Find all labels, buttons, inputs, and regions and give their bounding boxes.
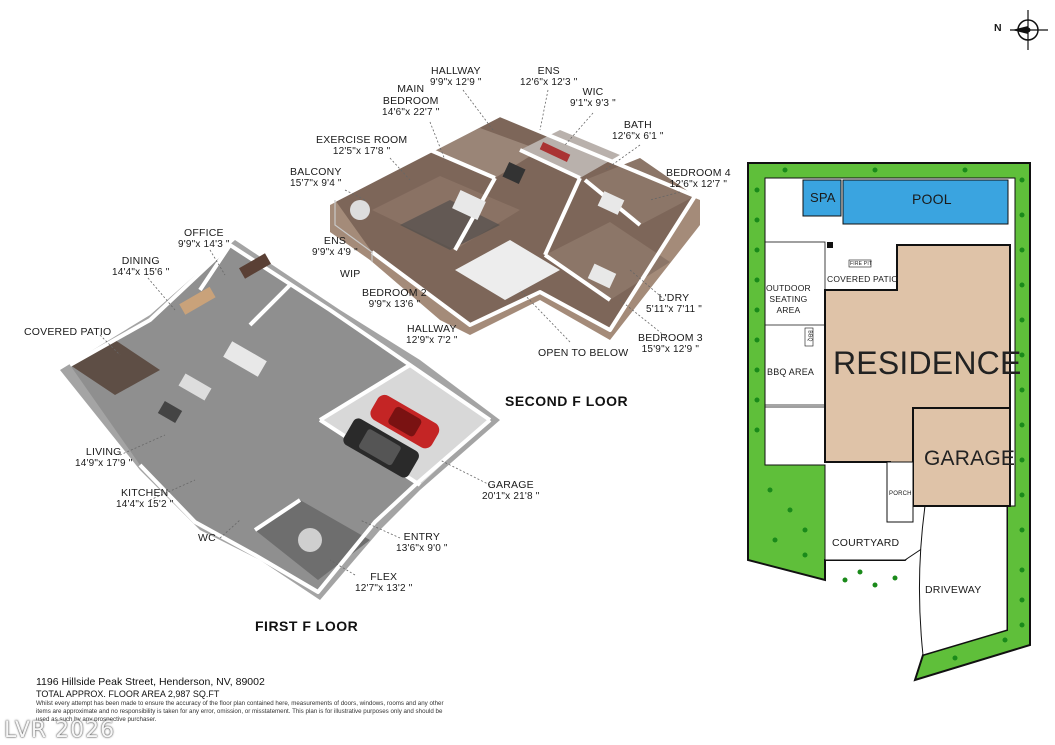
north-compass-icon: [1010, 10, 1048, 50]
site-driveway-label: DRIVEWAY: [925, 584, 982, 596]
site-covered-patio-label: COVERED PATIO: [827, 274, 899, 284]
site-residence-label: RESIDENCE: [833, 345, 1022, 381]
site-courtyard-label: COURTYARD: [832, 537, 900, 549]
first-floor-leaders: [99, 249, 491, 576]
site-plan: [747, 162, 1031, 682]
room-label-open-to-below: OPEN TO BELOW: [538, 347, 629, 359]
disclaimer-text: Whilst every attempt has been made to en…: [36, 700, 444, 723]
total-floor-area: TOTAL APPROX. FLOOR AREA 2,987 SQ.FT: [36, 689, 220, 699]
site-bbq-tag: BBQ: [806, 330, 813, 342]
room-label-wc: WC: [198, 532, 216, 544]
room-label-wip: WIP: [340, 268, 361, 280]
site-fire-pit-label: FIRE PIT: [850, 261, 873, 267]
site-bbq-area-label: BBQ AREA: [767, 367, 815, 377]
compass-north-label: N: [994, 22, 1002, 34]
site-spa-label: SPA: [810, 190, 836, 205]
site-outdoor-seating-label: OUTDOOR SEATING AREA: [766, 283, 811, 315]
second-floor-plan: [330, 89, 700, 343]
room-label-covered-patio-1f: COVERED PATIO: [24, 326, 112, 338]
first-floor-title: FIRST F LOOR: [255, 618, 359, 634]
second-floor-title: SECOND F LOOR: [505, 393, 629, 409]
property-address: 1196 Hillside Peak Street, Henderson, NV…: [36, 676, 265, 688]
watermark: LVR 2026: [4, 718, 116, 743]
site-porch-label: PORCH: [889, 491, 912, 497]
first-floor-plan: [60, 240, 500, 600]
site-garage-label: GARAGE: [924, 447, 1016, 470]
site-pool-label: POOL: [912, 191, 952, 207]
